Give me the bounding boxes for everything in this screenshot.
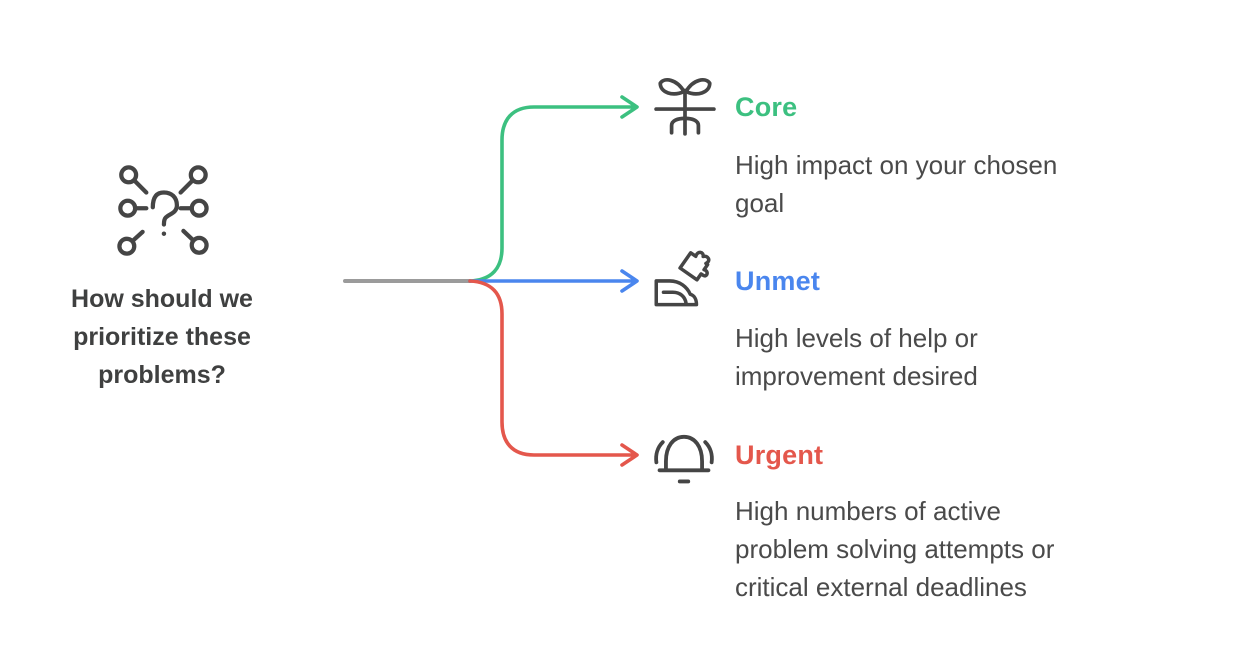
unmet-label: Unmet	[735, 266, 821, 296]
plant-roots-icon	[654, 78, 716, 136]
question-heading: How should we prioritize these problems?	[71, 285, 253, 389]
question-network-icon	[117, 165, 209, 256]
urgent-description: High numbers of active problem solving a…	[735, 496, 1055, 602]
unmet-branch-arrow	[468, 269, 639, 293]
hand-puzzle-icon	[654, 250, 711, 307]
urgent-label: Urgent	[735, 440, 824, 470]
unmet-description: High levels of help or improvement desir…	[735, 323, 978, 391]
urgent-branch-arrow	[468, 279, 639, 467]
core-label: Core	[735, 92, 798, 122]
branch-connectors	[343, 95, 639, 467]
bell-icon	[654, 434, 714, 484]
plant-roots-icon-strokes	[654, 78, 716, 136]
core-description: High impact on your chosen goal	[735, 150, 1058, 218]
bell-icon-strokes	[654, 434, 714, 484]
core-branch-arrow	[468, 95, 639, 283]
hand-puzzle-icon-strokes	[654, 250, 711, 307]
question-network-icon-strokes	[117, 165, 209, 256]
